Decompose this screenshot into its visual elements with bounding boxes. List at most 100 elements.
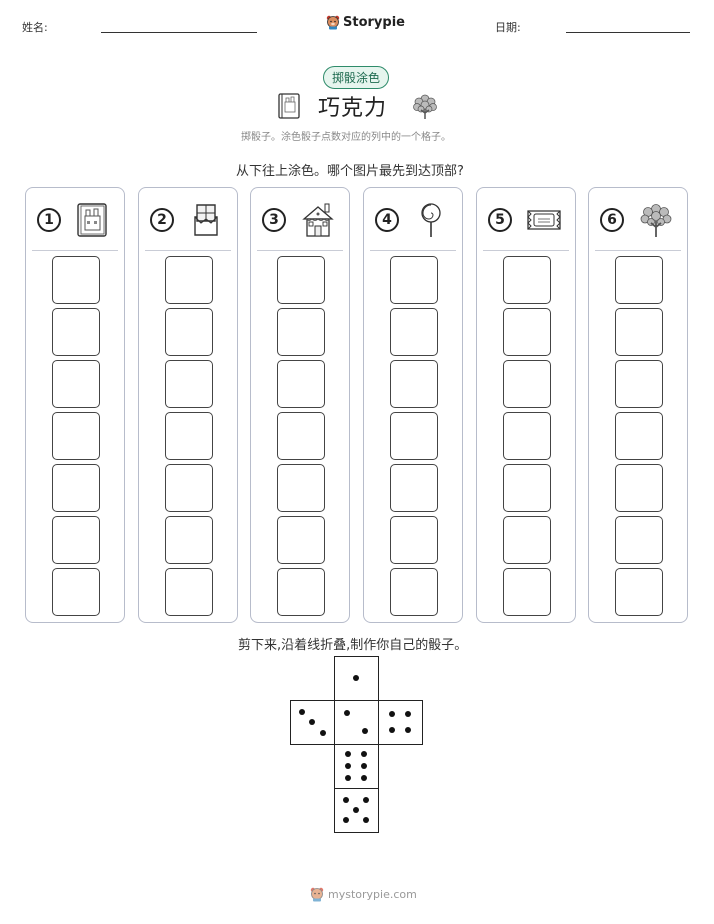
dice-pip [343, 797, 350, 804]
color-cell[interactable] [390, 516, 438, 564]
dice-face-6 [334, 744, 379, 789]
color-cell[interactable] [277, 516, 325, 564]
column-divider [32, 250, 118, 251]
color-cell[interactable] [615, 360, 663, 408]
color-cell[interactable] [277, 256, 325, 304]
recipe-book-icon [278, 93, 300, 119]
color-cell[interactable] [503, 360, 551, 408]
gingerbread-house-icon [299, 201, 337, 239]
date-label: 日期: [495, 21, 521, 34]
dice-pip [388, 710, 395, 717]
dice-pip [344, 774, 351, 781]
color-cell[interactable] [52, 308, 100, 356]
chocolate-bar-icon [187, 201, 225, 239]
column-header: 1 [26, 188, 124, 250]
color-cell[interactable] [390, 568, 438, 616]
color-cell[interactable] [165, 412, 213, 460]
column-number: 1 [37, 208, 61, 232]
candy-tree-icon [413, 94, 437, 119]
lollipop-icon [412, 201, 450, 239]
color-cell[interactable] [165, 308, 213, 356]
column-divider [145, 250, 231, 251]
worksheet-title: 巧克力 [318, 96, 388, 121]
color-cell[interactable] [52, 412, 100, 460]
column-divider [595, 250, 681, 251]
column-header: 6 [589, 188, 687, 250]
column-1: 1 [25, 187, 125, 623]
color-cell[interactable] [52, 256, 100, 304]
color-cell[interactable] [503, 308, 551, 356]
column-number: 5 [488, 208, 512, 232]
color-cell[interactable] [390, 308, 438, 356]
color-cell[interactable] [503, 412, 551, 460]
color-cell[interactable] [615, 516, 663, 564]
candy-wrapper-icon [525, 201, 563, 239]
color-cell[interactable] [390, 256, 438, 304]
color-cell[interactable] [165, 516, 213, 564]
color-cell[interactable] [503, 516, 551, 564]
bear-logo-icon [310, 887, 324, 902]
column-divider [257, 250, 343, 251]
color-cell[interactable] [615, 308, 663, 356]
color-cell[interactable] [277, 464, 325, 512]
dice-pip [362, 797, 369, 804]
color-cell[interactable] [52, 516, 100, 564]
date-line[interactable] [566, 32, 690, 33]
dice-face-5 [334, 788, 379, 833]
color-cell[interactable] [390, 412, 438, 460]
color-cell[interactable] [277, 412, 325, 460]
dice-pip [405, 727, 412, 734]
dice-pip [405, 710, 412, 717]
color-cell[interactable] [503, 568, 551, 616]
footer: mystorypie.com [310, 886, 417, 902]
color-cell[interactable] [615, 464, 663, 512]
color-cell[interactable] [390, 464, 438, 512]
color-cell[interactable] [277, 568, 325, 616]
color-cell[interactable] [390, 360, 438, 408]
color-cell[interactable] [503, 256, 551, 304]
color-cell[interactable] [165, 568, 213, 616]
dice-face-4 [378, 700, 423, 745]
dice-pip [361, 774, 368, 781]
column-2: 2 [138, 187, 238, 623]
dice-face-2 [334, 700, 379, 745]
recipe-book-icon [74, 201, 112, 239]
color-cell[interactable] [503, 464, 551, 512]
dice-pip [344, 751, 351, 758]
color-cell[interactable] [165, 256, 213, 304]
dice-pip [343, 816, 350, 823]
color-cell[interactable] [52, 360, 100, 408]
dice-pip [388, 727, 395, 734]
color-cell[interactable] [615, 568, 663, 616]
column-3: 3 [250, 187, 350, 623]
color-cell[interactable] [615, 412, 663, 460]
column-5: 5 [476, 187, 576, 623]
game-type-badge: 掷骰涂色 [323, 66, 390, 89]
color-cell[interactable] [615, 256, 663, 304]
name-line[interactable] [101, 32, 257, 33]
color-cell[interactable] [165, 360, 213, 408]
storypie-logo: Storypie [326, 14, 405, 30]
dice-pip [361, 751, 368, 758]
column-header: 4 [364, 188, 462, 250]
dice-face-3 [290, 700, 335, 745]
column-header: 2 [139, 188, 237, 250]
color-cell[interactable] [52, 568, 100, 616]
worksheet-subtitle: 掷骰子。涂色骰子点数对应的列中的一个格子。 [241, 132, 451, 143]
dice-pip [343, 709, 350, 716]
color-cell[interactable] [277, 360, 325, 408]
dice-instruction: 剪下来,沿着线折叠,制作你自己的骰子。 [238, 638, 468, 653]
column-divider [483, 250, 569, 251]
color-cell[interactable] [165, 464, 213, 512]
brand-name: Storypie [343, 14, 405, 30]
dice-pip [361, 763, 368, 769]
column-number: 4 [375, 208, 399, 232]
color-cell[interactable] [52, 464, 100, 512]
dice-pip [362, 816, 369, 823]
color-cell[interactable] [277, 308, 325, 356]
dice-pip [353, 807, 359, 813]
column-header: 3 [251, 188, 349, 250]
candy-tree-icon [637, 201, 675, 239]
column-header: 5 [477, 188, 575, 250]
column-number: 2 [150, 208, 174, 232]
